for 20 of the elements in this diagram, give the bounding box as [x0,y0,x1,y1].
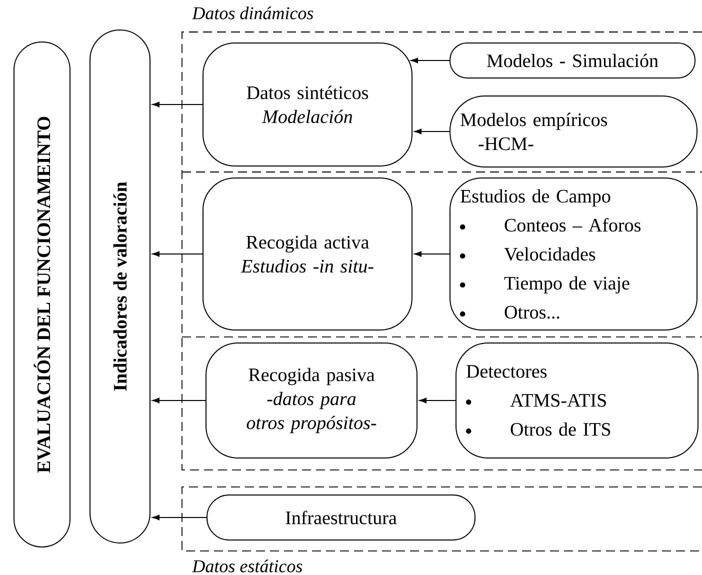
arrow [152,514,207,520]
arrow [152,398,206,404]
rounded-box: Modelos empíricos -HCM- [450,96,698,168]
arrow [410,58,450,64]
rounded-box: Infraestructura [206,494,476,540]
arrow [414,128,450,134]
rounded-box: Detectores ATMS-ATIS Otros de ITS [456,342,698,458]
arrow [152,102,203,108]
rounded-box: Estudios de Campo Conteos – Aforos Velocidades Tiempo de viaje Otros... [450,178,698,330]
rounded-box: Datos sintéticos Modelación [202,42,412,166]
vertical-pill-box: Indicadores de valoración [90,30,150,544]
rounded-box: Modelos - Simulación [450,42,696,78]
rounded-box: Recogida pasiva -datos para otros propósitos- [206,342,418,458]
rounded-box: Recogida activa Estudios -in situ- [202,178,412,330]
arrow [419,398,456,404]
region-label: Datos estáticos [192,560,302,572]
arrow [152,251,203,257]
region-label: Datos dinámicos [192,6,314,20]
arrow [414,251,450,257]
vertical-pill-box: EVALUACIÓN DEL FUNCIONAMEINTO [14,42,70,548]
